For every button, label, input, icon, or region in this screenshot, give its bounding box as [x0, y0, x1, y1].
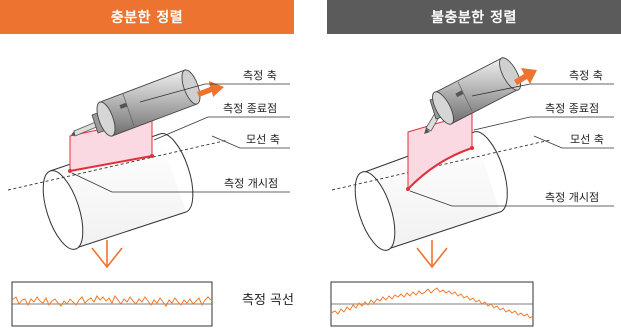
left-generatrix-axis-line: [7, 139, 229, 191]
left-panel-header: 충분한 정렬: [0, 0, 294, 34]
left-label-generatrix-axis: 모선 축: [246, 133, 280, 146]
left-direction-arrow: [197, 81, 224, 97]
right-direction-arrow: [514, 68, 537, 85]
left-label-measure-start: 측정 개시점: [224, 177, 279, 190]
left-leader-measure-end: [153, 116, 290, 141]
right-label-generatrix-axis: 모선 축: [570, 133, 604, 146]
right-measure-curve: [330, 287, 534, 319]
left-panel-title: 충분한 정렬: [110, 10, 184, 26]
left-probe-icon: [91, 69, 201, 137]
left-leader-measure-axis: [139, 83, 290, 103]
right-label-measure-start: 측정 개시점: [545, 191, 600, 204]
right-generatrix-axis-line: [331, 139, 551, 191]
right-probe-icon: [429, 57, 521, 125]
right-leader-measure-end: [473, 116, 614, 131]
right-leader-measure-start: [409, 190, 614, 207]
left-leader-generatrix: [211, 135, 290, 149]
right-panel-header: 불충분한 정렬: [327, 0, 621, 34]
right-diagram: [330, 57, 614, 327]
center-label-measure-curve: 측정 곡선: [242, 293, 294, 308]
right-panel-title: 불충분한 정렬: [431, 10, 517, 26]
left-leader-measure-start: [71, 172, 290, 193]
right-label-measure-axis: 측정 축: [569, 69, 603, 82]
right-leader-generatrix: [533, 135, 614, 149]
left-label-measure-axis: 측정 축: [243, 69, 277, 82]
right-curve-box: [330, 281, 534, 327]
left-diagram: [7, 69, 290, 327]
left-label-measure-end: 측정 종료점: [223, 102, 278, 115]
right-label-measure-end: 측정 종료점: [545, 102, 600, 115]
left-measure-curve: [11, 295, 213, 307]
left-curve-box: [11, 281, 213, 327]
right-leader-measure-axis: [471, 83, 614, 97]
